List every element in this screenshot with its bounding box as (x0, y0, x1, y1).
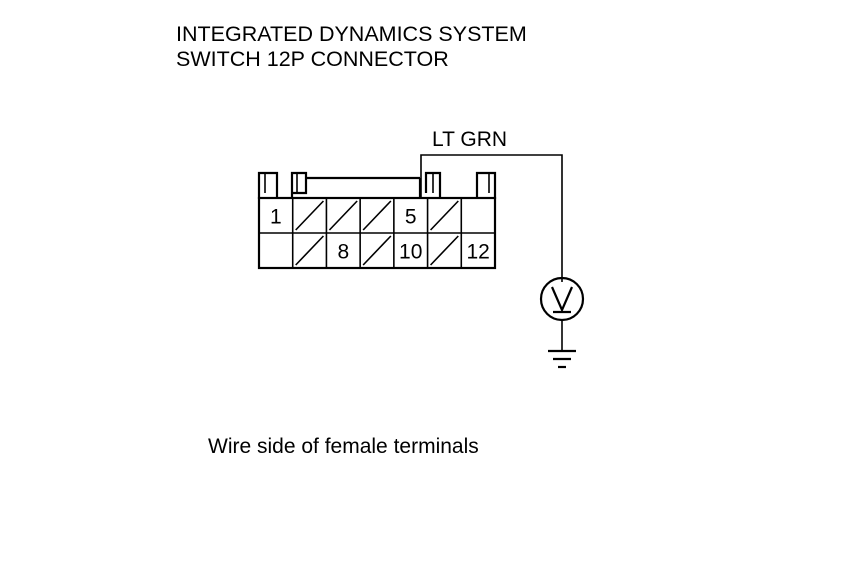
pin-number-label: 1 (270, 206, 282, 229)
connector-cell (291, 233, 325, 268)
unused-cavity-slash (295, 235, 325, 266)
pin-number-label: 12 (466, 241, 489, 264)
connector-cell (325, 198, 358, 233)
connector-cell: 1 (270, 206, 282, 229)
pin-number-label: 10 (399, 241, 422, 264)
connector-cell: 12 (460, 233, 490, 268)
unused-cavity-slash (362, 235, 392, 266)
wire-color-label: LT GRN (432, 128, 507, 151)
unused-cavity-slash (429, 235, 459, 266)
unused-cavity-slash (295, 200, 325, 231)
pin-number-label: 5 (405, 206, 417, 229)
voltmeter-icon (539, 276, 585, 351)
connector-tabs (257, 171, 497, 199)
diagram-title-line-2: SWITCH 12P CONNECTOR (176, 47, 449, 71)
unused-cavity-slash (362, 200, 392, 231)
connector-cell (359, 198, 392, 233)
connector-cell (426, 233, 459, 268)
unused-cavity-slash (429, 200, 459, 231)
connector-cell: 10 (393, 233, 422, 268)
lt-grn-wire: LT GRN (420, 128, 563, 282)
connector-bottom-row: 8 10 12 (291, 233, 490, 268)
connector-cell: 8 (325, 233, 349, 268)
connector-cell (291, 198, 325, 233)
unused-cavity-slash (328, 200, 358, 231)
connector-cell (359, 233, 392, 268)
connector-cell (426, 198, 459, 233)
diagram-title-line-1: INTEGRATED DYNAMICS SYSTEM (176, 22, 527, 46)
diagram-caption: Wire side of female terminals (208, 435, 479, 458)
pin-number-label: 8 (337, 241, 349, 264)
connector-cell: 5 (393, 198, 417, 233)
ground-icon (548, 349, 576, 369)
